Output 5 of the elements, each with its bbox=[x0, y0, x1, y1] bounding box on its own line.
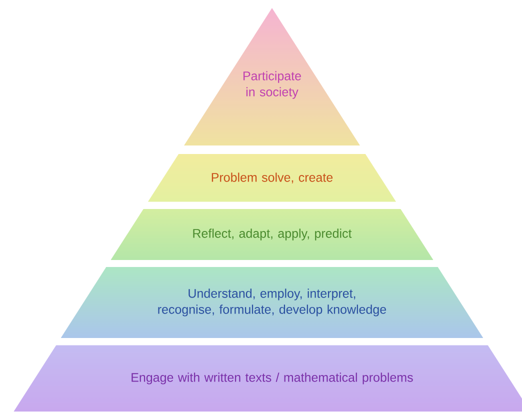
pyramid-level: Participate in society bbox=[244, 71, 301, 99]
pyramid-level: Understand, employ, interpret, recognise, formulate, develop knowledge bbox=[158, 288, 386, 316]
pyramid-level: Engage with written texts / mathematical problems bbox=[132, 372, 413, 384]
pyramid-level: Reflect, adapt, apply, predict bbox=[193, 228, 352, 240]
pyramid-level: Problem solve, create bbox=[212, 172, 333, 184]
